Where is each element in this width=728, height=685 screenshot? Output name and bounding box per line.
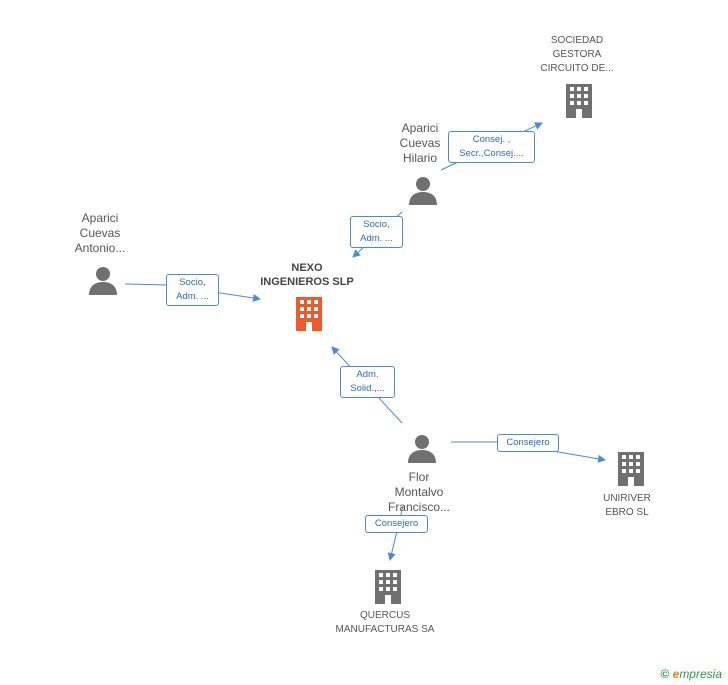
edge-label-flor-nexo-line-1: Adm.: [356, 369, 379, 380]
node-label-uniriver[interactable]: UNIRIVER EBRO SL: [572, 492, 682, 520]
building-icon-quercus[interactable]: [372, 570, 404, 604]
node-label-hilario[interactable]: Aparici Cuevas Hilario: [365, 121, 475, 166]
edge-label-hilario-nexo-line-2: Adm. ...: [360, 233, 393, 244]
node-label-flor-line-1: Flor: [408, 470, 430, 484]
edge-label-flor-nexo-line-2: Solid.,...: [350, 383, 385, 394]
node-label-antonio-line-2: Cuevas: [79, 226, 121, 240]
node-label-hilario-line-2: Cuevas: [399, 136, 441, 150]
node-label-quercus-line-1: QUERCUS: [359, 610, 410, 621]
building-icon-sociedad[interactable]: [563, 84, 595, 118]
node-label-flor-line-3: Francisco...: [387, 500, 450, 514]
node-label-sociedad[interactable]: SOCIEDAD GESTORA CIRCUITO DE...: [522, 34, 632, 76]
edge-label-antonio-nexo-line-2: Adm. ...: [176, 291, 209, 302]
edge-label-hilario-nexo-line-1: Socio,: [363, 219, 390, 230]
edge-label-flor-quercus[interactable]: Consejero: [365, 515, 428, 533]
edge-label-flor-uniriver-line-1: Consejero: [506, 437, 550, 448]
brand-rest: mpresia: [679, 667, 722, 681]
edge-label-hilario-sociedad-line-1: Consej. ,: [472, 134, 511, 145]
brand-initial: e: [672, 667, 680, 681]
node-label-nexo-line-1: NEXO: [291, 262, 323, 274]
person-icon-antonio[interactable]: [88, 266, 118, 296]
node-label-quercus-line-2: MANUFACTURAS SA: [335, 624, 435, 635]
node-label-sociedad-line-3: CIRCUITO DE...: [540, 63, 614, 74]
node-label-hilario-line-3: Hilario: [402, 151, 437, 165]
person-icon-flor[interactable]: [407, 434, 437, 464]
node-label-antonio-line-1: Aparici: [81, 211, 119, 225]
node-label-sociedad-line-2: GESTORA: [552, 49, 602, 60]
node-label-uniriver-line-2: EBRO SL: [605, 507, 649, 518]
footer-credit: © empresia: [660, 667, 722, 681]
building-icon-nexo[interactable]: [293, 297, 325, 331]
node-label-uniriver-line-1: UNIRIVER: [603, 493, 651, 504]
empresia-logo[interactable]: empresia: [673, 667, 722, 681]
node-label-antonio[interactable]: Aparici Cuevas Antonio...: [45, 211, 155, 256]
edge-label-hilario-nexo[interactable]: Socio, Adm. ...: [350, 216, 403, 248]
person-icon-hilario[interactable]: [408, 176, 438, 206]
edge-label-hilario-sociedad[interactable]: Consej. , Secr.,Consej....: [448, 131, 535, 163]
edge-label-flor-nexo[interactable]: Adm. Solid.,...: [340, 366, 395, 398]
building-icon-uniriver[interactable]: [615, 452, 647, 486]
copyright-icon: ©: [660, 667, 670, 681]
edge-label-flor-uniriver[interactable]: Consejero: [497, 434, 559, 452]
node-label-antonio-line-3: Antonio...: [74, 241, 126, 255]
node-label-quercus[interactable]: QUERCUS MANUFACTURAS SA: [320, 609, 450, 637]
edge-label-hilario-sociedad-line-2: Secr.,Consej....: [459, 148, 524, 159]
node-label-flor-line-2: Montalvo: [394, 485, 444, 499]
node-label-nexo[interactable]: NEXO INGENIEROS SLP: [252, 261, 362, 289]
edge-label-antonio-nexo[interactable]: Socio, Adm. ...: [166, 274, 219, 306]
node-label-hilario-line-1: Aparici: [401, 121, 439, 135]
edge-label-flor-quercus-line-1: Consejero: [374, 518, 419, 529]
edge-label-antonio-nexo-line-1: Socio,: [179, 277, 206, 288]
node-label-sociedad-line-1: SOCIEDAD: [550, 35, 604, 46]
node-label-flor[interactable]: Flor Montalvo Francisco...: [364, 470, 474, 515]
node-label-nexo-line-2: INGENIEROS SLP: [260, 276, 354, 288]
